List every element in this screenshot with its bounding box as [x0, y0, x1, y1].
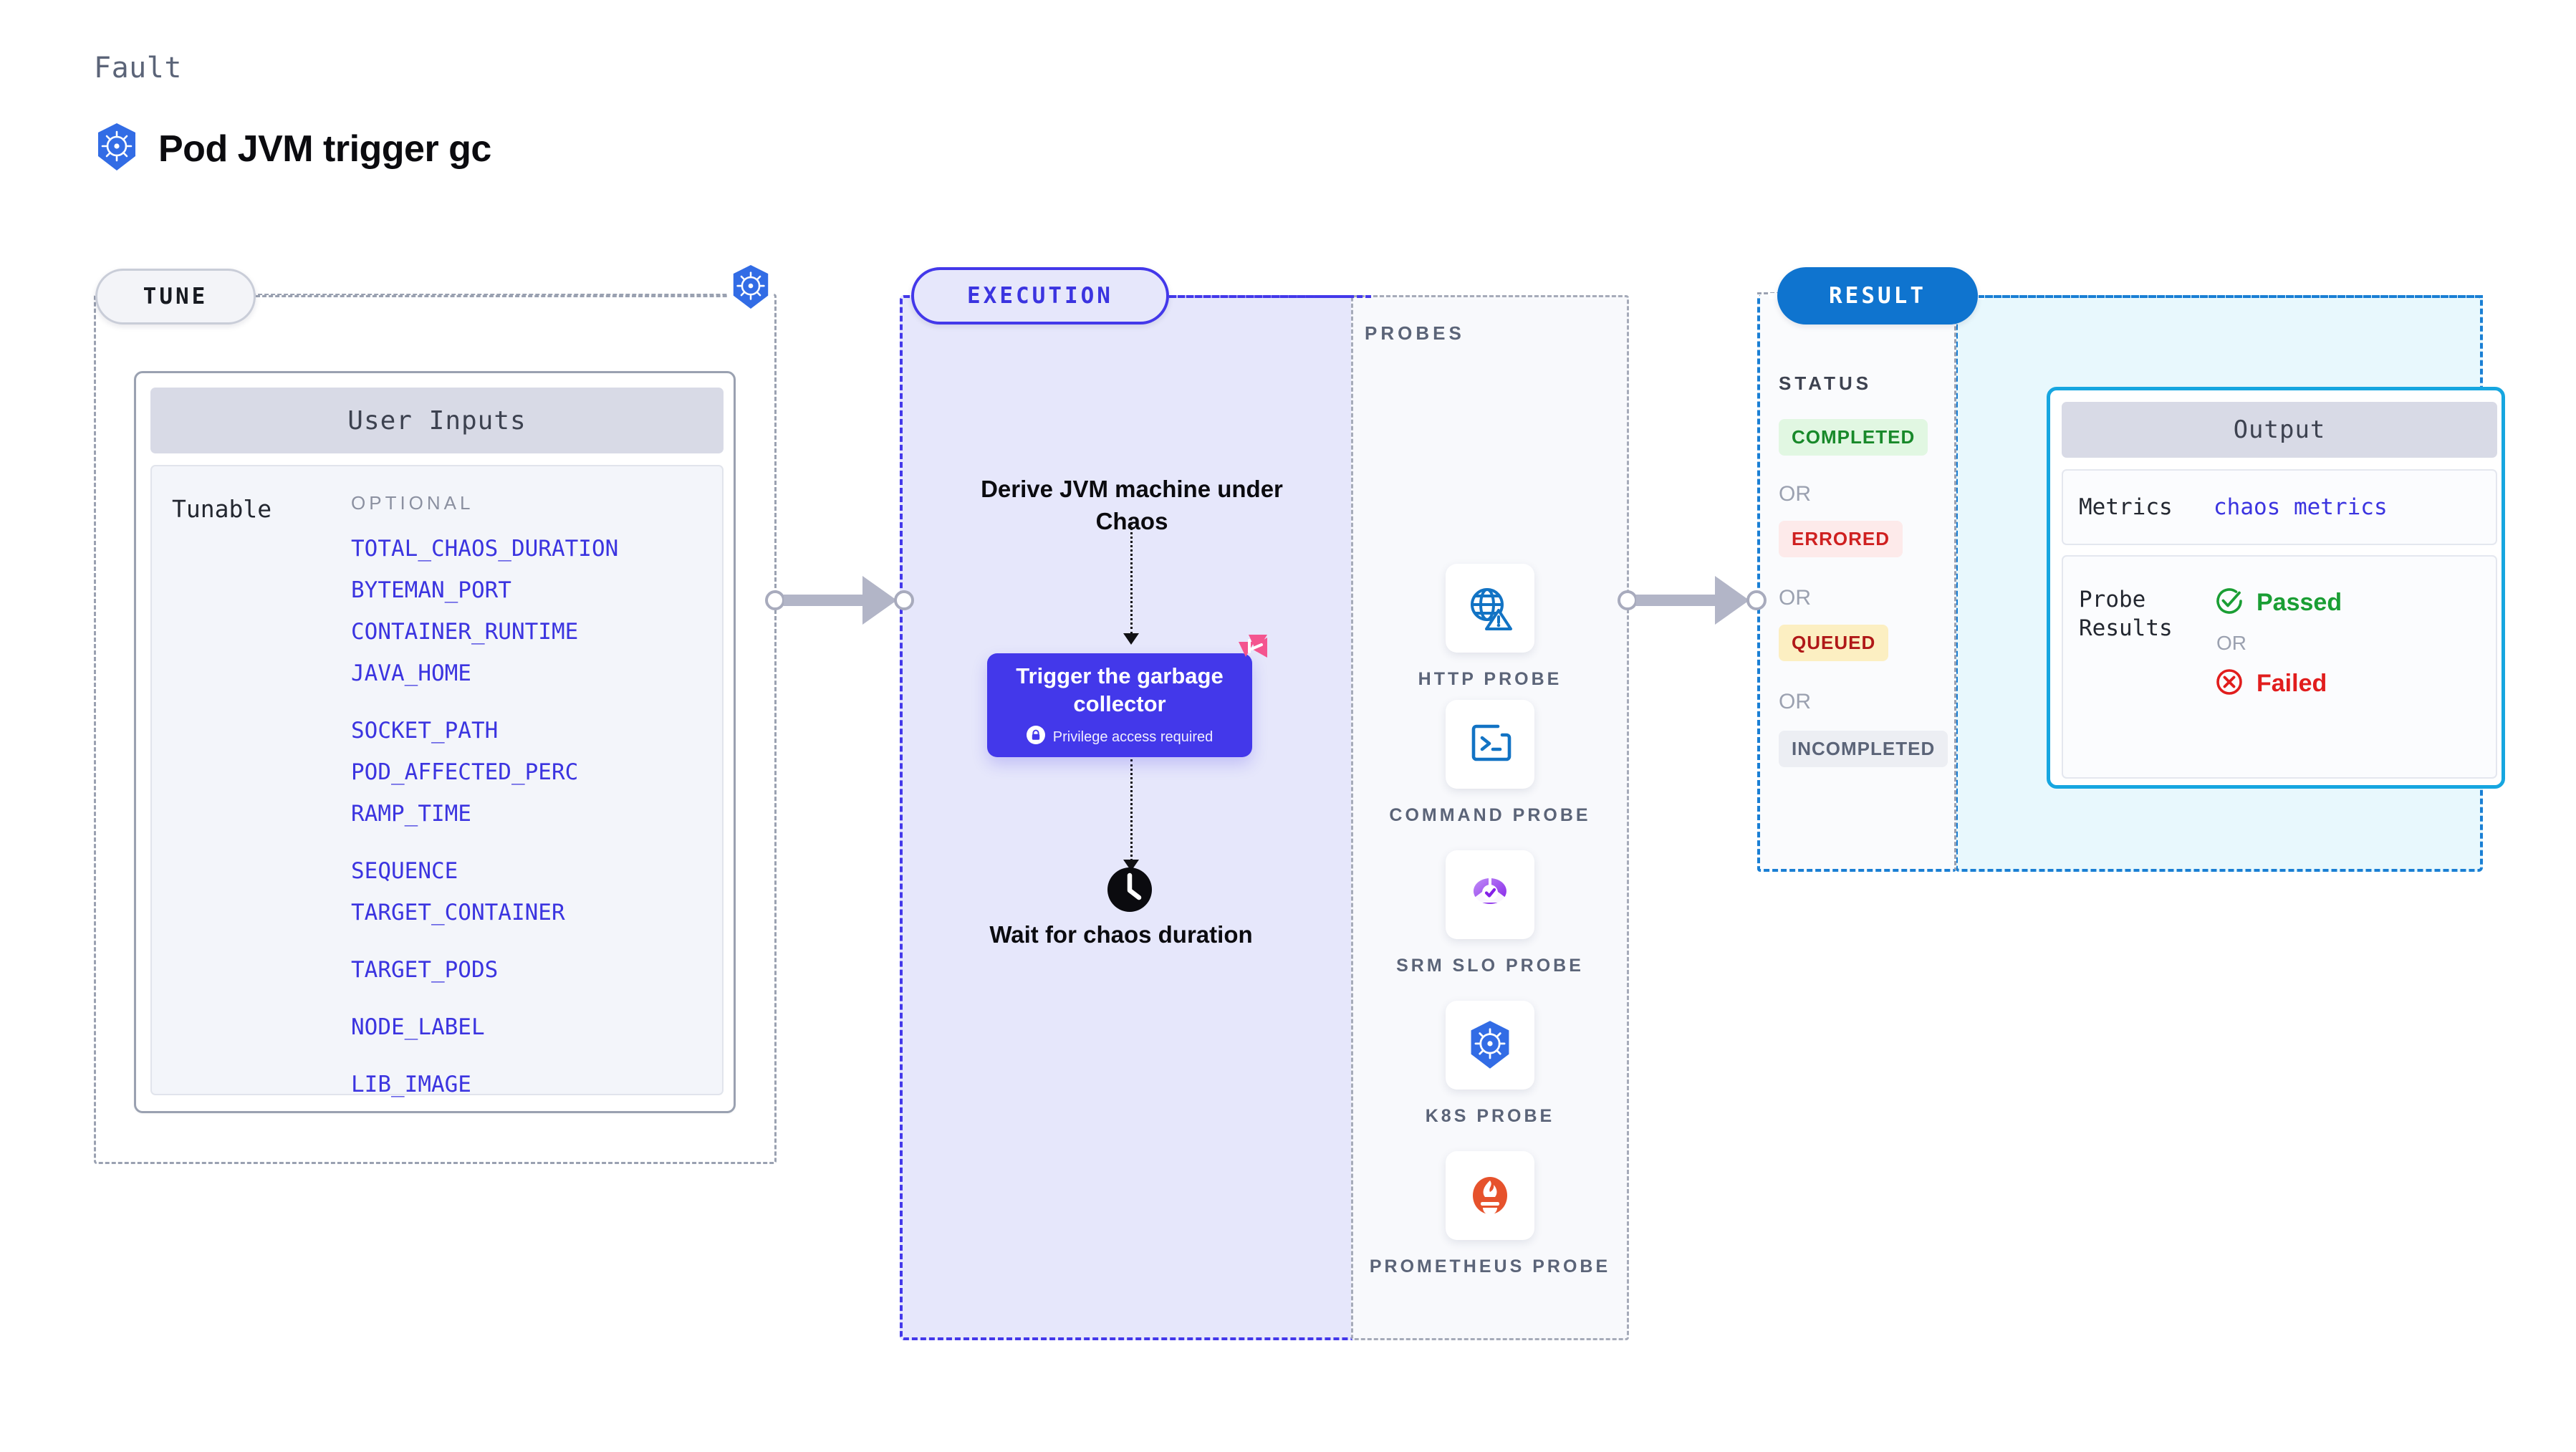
trigger-gc-card[interactable]: Trigger the garbage collector Privilege …	[987, 653, 1252, 757]
tune-panel	[94, 294, 777, 1164]
page-title-row: Pod JVM trigger gc	[94, 122, 491, 176]
connector-probes-to-result	[1618, 576, 1767, 625]
status-badge: INCOMPLETED	[1779, 731, 1948, 767]
step-derive-label: Derive JVM machine under Chaos	[981, 476, 1283, 534]
probe-results-values: Passed OR Failed	[2214, 585, 2342, 701]
metrics-key-label: Metrics	[2079, 494, 2173, 520]
status-badge: QUEUED	[1779, 625, 1889, 661]
status-badge: ERRORED	[1779, 521, 1903, 557]
optional-column-label: OPTIONAL	[351, 492, 474, 514]
terminal-icon	[1446, 700, 1534, 789]
probe-results-key-label: Probe Results	[2079, 587, 2173, 641]
status-section-label: STATUS	[1779, 372, 1873, 394]
tunable-row-label: Tunable	[172, 495, 272, 523]
probe-label: K8S PROBE	[1425, 1106, 1555, 1126]
privilege-note-text: Privilege access required	[1052, 729, 1213, 745]
flow-line-1	[1130, 523, 1133, 634]
user-inputs-header: User Inputs	[150, 388, 724, 453]
status-badge: COMPLETED	[1779, 419, 1928, 456]
connector-end-dot	[894, 590, 914, 610]
probe-item[interactable]: K8S PROBE	[1351, 1001, 1629, 1128]
output-card-header: Output	[2062, 402, 2497, 458]
connector-bar	[1636, 595, 1719, 606]
probe-item[interactable]: COMMAND PROBE	[1351, 700, 1629, 827]
globe-warning-icon	[1446, 564, 1534, 653]
clock-icon	[1103, 863, 1156, 920]
page-eyebrow: Fault	[94, 52, 182, 85]
tunable-item[interactable]: BYTEMAN_PORT	[351, 577, 511, 603]
connector-tune-to-execution	[765, 576, 914, 625]
output-probe-results-row: Probe Results Passed OR	[2062, 555, 2497, 779]
trigger-gc-title: Trigger the garbage collector	[1016, 663, 1224, 716]
tune-top-mask	[107, 295, 766, 301]
flow-line-2	[1130, 759, 1133, 861]
tunable-item[interactable]: TOTAL_CHAOS_DURATION	[351, 536, 619, 562]
status-or-separator: OR	[1779, 690, 1811, 713]
tunable-item[interactable]: LIB_IMAGE	[351, 1072, 471, 1097]
tunable-item[interactable]: TARGET_CONTAINER	[351, 900, 565, 925]
execution-panel	[900, 295, 1369, 1340]
tune-top-dash	[256, 295, 766, 297]
tunable-item[interactable]: JAVA_HOME	[351, 660, 471, 686]
tunable-item[interactable]: CONTAINER_RUNTIME	[351, 619, 579, 645]
result-pill-label: RESULT	[1777, 267, 1978, 324]
tunable-item[interactable]: TARGET_PODS	[351, 957, 499, 983]
tunable-item[interactable]: NODE_LABEL	[351, 1014, 485, 1040]
connector-arrowhead	[862, 576, 897, 625]
passed-label: Passed	[2257, 589, 2342, 616]
flow-arrow-1	[1123, 633, 1139, 645]
connector-end-dot	[1746, 590, 1767, 610]
privilege-note: Privilege access required	[1026, 726, 1213, 749]
probes-section-label: PROBES	[1365, 322, 1465, 344]
execution-pill-label: EXECUTION	[911, 267, 1169, 324]
step-wait-label: Wait for chaos duration	[989, 921, 1253, 948]
kubernetes-icon	[94, 122, 140, 176]
result-top-dash	[1979, 295, 2483, 298]
output-card: Output Metrics chaos metrics Probe Resul…	[2047, 387, 2505, 789]
output-metrics-row: Metrics chaos metrics	[2062, 469, 2497, 545]
tune-pill-label: TUNE	[95, 269, 256, 324]
tunable-item[interactable]: SEQUENCE	[351, 858, 458, 884]
status-or-separator: OR	[1779, 586, 1811, 610]
probe-label: PROMETHEUS PROBE	[1369, 1256, 1611, 1276]
lock-icon	[1026, 726, 1045, 749]
connector-start-dot	[1618, 590, 1638, 610]
result-status-panel	[1757, 292, 1956, 872]
probe-label: COMMAND PROBE	[1389, 805, 1591, 825]
execution-top-dash	[1169, 295, 1371, 298]
page-title: Pod JVM trigger gc	[158, 128, 491, 170]
connector-arrowhead	[1715, 576, 1749, 625]
user-inputs-card: User Inputs Tunable OPTIONAL TOTAL_CHAOS…	[134, 371, 736, 1113]
failed-label: Failed	[2257, 670, 2327, 697]
probe-result-passed: Passed	[2214, 585, 2342, 620]
probe-result-or: OR	[2216, 632, 2246, 654]
tune-kubernetes-icon	[729, 263, 773, 315]
tunable-item[interactable]: POD_AFFECTED_PERC	[351, 759, 579, 785]
user-inputs-body: Tunable OPTIONAL TOTAL_CHAOS_DURATION BYT…	[150, 465, 724, 1097]
connector-start-dot	[765, 590, 785, 610]
check-circle-icon	[2214, 585, 2245, 620]
probe-label: SRM SLO PROBE	[1396, 956, 1584, 976]
probe-result-failed: Failed	[2214, 666, 2342, 701]
tunable-item[interactable]: SOCKET_PATH	[351, 718, 499, 744]
litmuschaos-logo-icon	[1227, 630, 1272, 678]
probe-item[interactable]: PROMETHEUS PROBE	[1351, 1151, 1629, 1279]
tunable-list: TOTAL_CHAOS_DURATION BYTEMAN_PORT CONTAINE…	[351, 528, 618, 1105]
probe-item[interactable]: HTTP PROBE	[1351, 564, 1629, 691]
prometheus-icon	[1446, 1151, 1534, 1240]
kubernetes-icon	[1446, 1001, 1534, 1090]
chaos-metrics-link[interactable]: chaos metrics	[2214, 494, 2388, 520]
srm-slo-icon	[1446, 850, 1534, 939]
x-circle-icon	[2214, 666, 2245, 701]
probe-item[interactable]: SRM SLO PROBE	[1351, 850, 1629, 978]
probe-label: HTTP PROBE	[1418, 669, 1562, 689]
tunable-item[interactable]: RAMP_TIME	[351, 801, 471, 827]
connector-bar	[784, 595, 867, 606]
status-or-separator: OR	[1779, 482, 1811, 506]
